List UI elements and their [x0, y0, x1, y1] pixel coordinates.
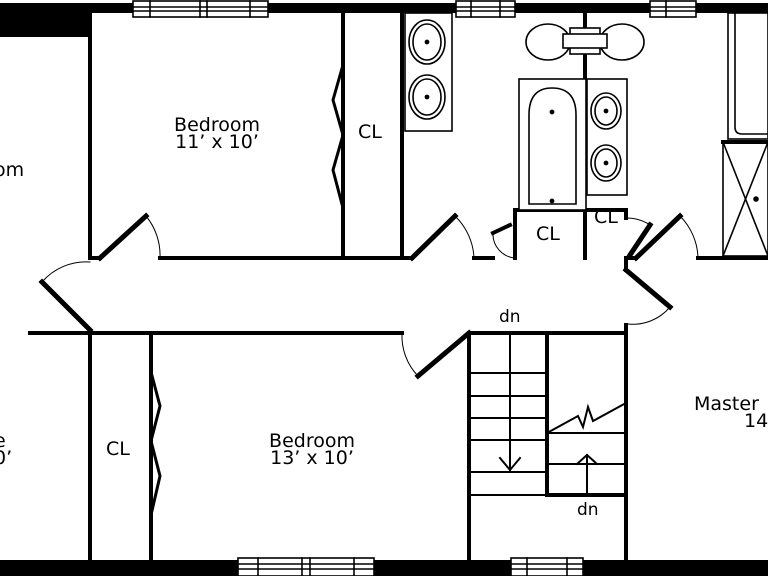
- closet-bifold-top: [331, 63, 345, 210]
- room-name: Bedroom: [269, 430, 355, 452]
- door-bedroom-top: [96, 212, 161, 262]
- interior-walls: [28, 11, 768, 562]
- room-name: e: [0, 432, 12, 451]
- room-label-left-bottom-partial: e 0’: [0, 432, 13, 469]
- vanity-double-left: [404, 12, 453, 132]
- exterior-wall-bottom: [0, 560, 768, 576]
- toilet-pair: [525, 23, 645, 61]
- window-top-1: [132, 0, 269, 18]
- closet-label-bottom: CL: [106, 438, 130, 460]
- master-shower: [721, 140, 768, 258]
- room-size: 13’ x 10’: [270, 447, 354, 469]
- exterior-wall-top: [0, 3, 768, 37]
- room-label-left-top-partial: om: [0, 159, 25, 181]
- window-bottom-1: [237, 557, 375, 576]
- door-right-closet: [625, 217, 654, 259]
- door-left-hall: [38, 261, 94, 334]
- stair-down-right: [545, 401, 628, 496]
- room-size: 11’ x 10’: [175, 131, 259, 153]
- door-bedroom-bottom: [401, 329, 473, 380]
- window-top-2: [455, 0, 516, 18]
- room-size: 14: [744, 410, 768, 432]
- closet-bifold-bottom: [149, 370, 162, 517]
- room-name: om: [0, 159, 25, 181]
- stair-down-left: [468, 334, 548, 496]
- room-label-master: Master 14: [694, 393, 768, 432]
- room-name: Master: [694, 393, 759, 415]
- room-label-bedroom-bottom: Bedroom 13’ x 10’: [252, 430, 372, 469]
- stair-label-down-top: dn: [499, 307, 521, 327]
- closet-label-top: CL: [358, 121, 382, 143]
- window-bottom-2: [510, 557, 584, 576]
- door-master: [622, 266, 674, 325]
- bathtub: [518, 78, 587, 211]
- master-tub: [727, 12, 768, 140]
- room-name: Bedroom: [174, 114, 260, 136]
- closet-label-bath: CL: [536, 223, 560, 245]
- door-master-hall: [632, 212, 699, 262]
- window-top-3: [649, 0, 697, 18]
- room-size: 0’: [0, 447, 13, 469]
- room-label-bedroom-top: Bedroom 11’ x 10’: [157, 114, 277, 153]
- closet-label-right: CL: [594, 206, 618, 228]
- door-bath-closet: [490, 222, 516, 259]
- vanity-double-right: [586, 78, 628, 196]
- stair-label-down-bottom: dn: [577, 500, 599, 520]
- door-closet-center: [408, 212, 475, 262]
